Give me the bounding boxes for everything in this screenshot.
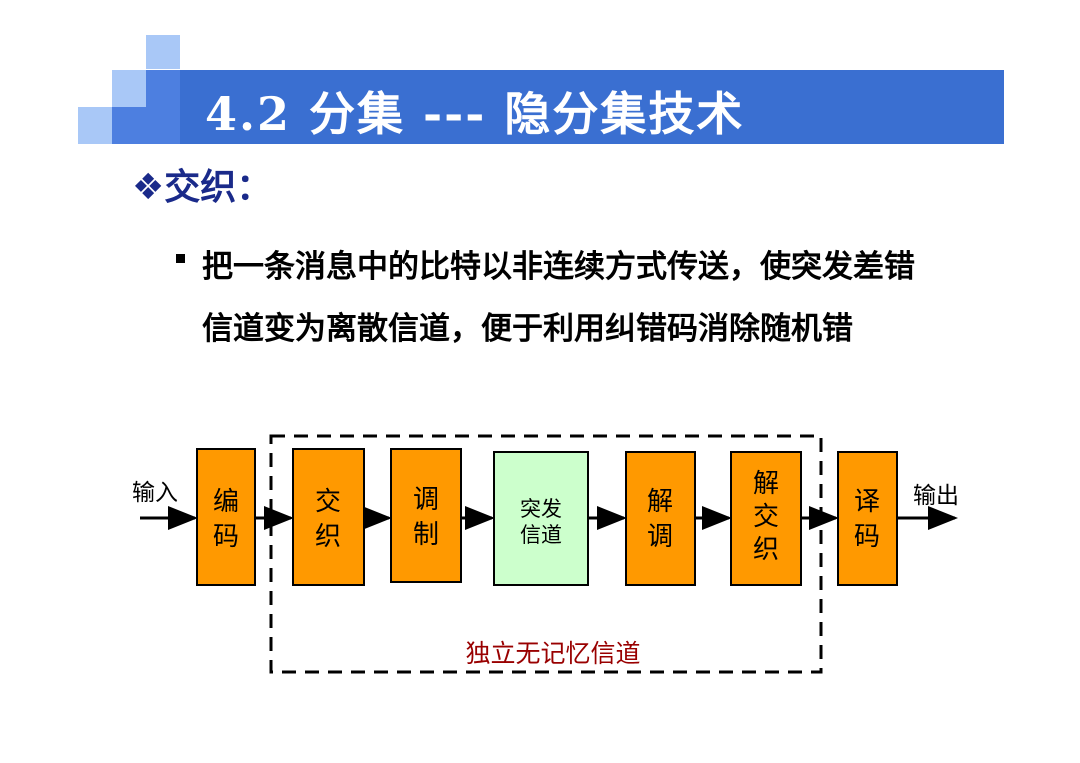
title-bar bbox=[180, 70, 1004, 144]
deinterleaver-label-1: 解 bbox=[753, 469, 779, 499]
encoder-label-2: 码 bbox=[213, 522, 239, 552]
heading-bullet-icon: ❖ bbox=[132, 167, 165, 208]
deinterleaver-block bbox=[730, 451, 802, 586]
demodulator-block bbox=[625, 451, 696, 586]
input-label: 输入 bbox=[132, 480, 178, 506]
slide-title: 4.2 分集 --- 隐分集技术 bbox=[205, 87, 745, 141]
channel-label: 独立无记忆信道 bbox=[465, 639, 640, 668]
interleaver-block bbox=[292, 448, 365, 586]
output-label: 输出 bbox=[913, 483, 959, 509]
section-heading: ❖交织： bbox=[132, 158, 272, 210]
deco-square-bottom-left bbox=[78, 107, 112, 144]
decoder-label-2: 码 bbox=[854, 522, 880, 552]
deco-square-bottom bbox=[112, 107, 180, 144]
encoder-block bbox=[196, 448, 256, 586]
burst-channel-label-1: 突发 bbox=[520, 497, 562, 521]
burst-channel-block bbox=[493, 451, 589, 586]
decoder-block bbox=[837, 451, 898, 586]
deco-square-mid-left bbox=[112, 70, 146, 107]
deinterleaver-label-3: 织 bbox=[753, 535, 779, 565]
decoder-label-1: 译 bbox=[854, 487, 880, 517]
deinterleaver-label-2: 交 bbox=[753, 502, 779, 532]
demodulator-label-1: 解 bbox=[647, 487, 673, 517]
bullet-text: 把一条消息中的比特以非连续方式传送，使突发差错信道变为离散信道，便于利用纠错码消… bbox=[202, 249, 915, 347]
deco-square-top bbox=[146, 35, 180, 69]
channel-boundary bbox=[269, 434, 823, 674]
square-bullet-icon bbox=[176, 254, 185, 263]
interleaver-label-2: 织 bbox=[315, 522, 341, 552]
interleaver-label-1: 交 bbox=[315, 487, 341, 517]
modulator-label-1: 调 bbox=[413, 485, 439, 515]
encoder-label-1: 编 bbox=[213, 487, 239, 517]
burst-channel-label-2: 信道 bbox=[520, 523, 562, 547]
heading-text: 交织： bbox=[164, 167, 273, 208]
deco-square-mid bbox=[146, 70, 180, 107]
demodulator-label-2: 调 bbox=[647, 522, 673, 552]
modulator-label-2: 制 bbox=[413, 520, 439, 550]
modulator-block bbox=[390, 448, 462, 583]
